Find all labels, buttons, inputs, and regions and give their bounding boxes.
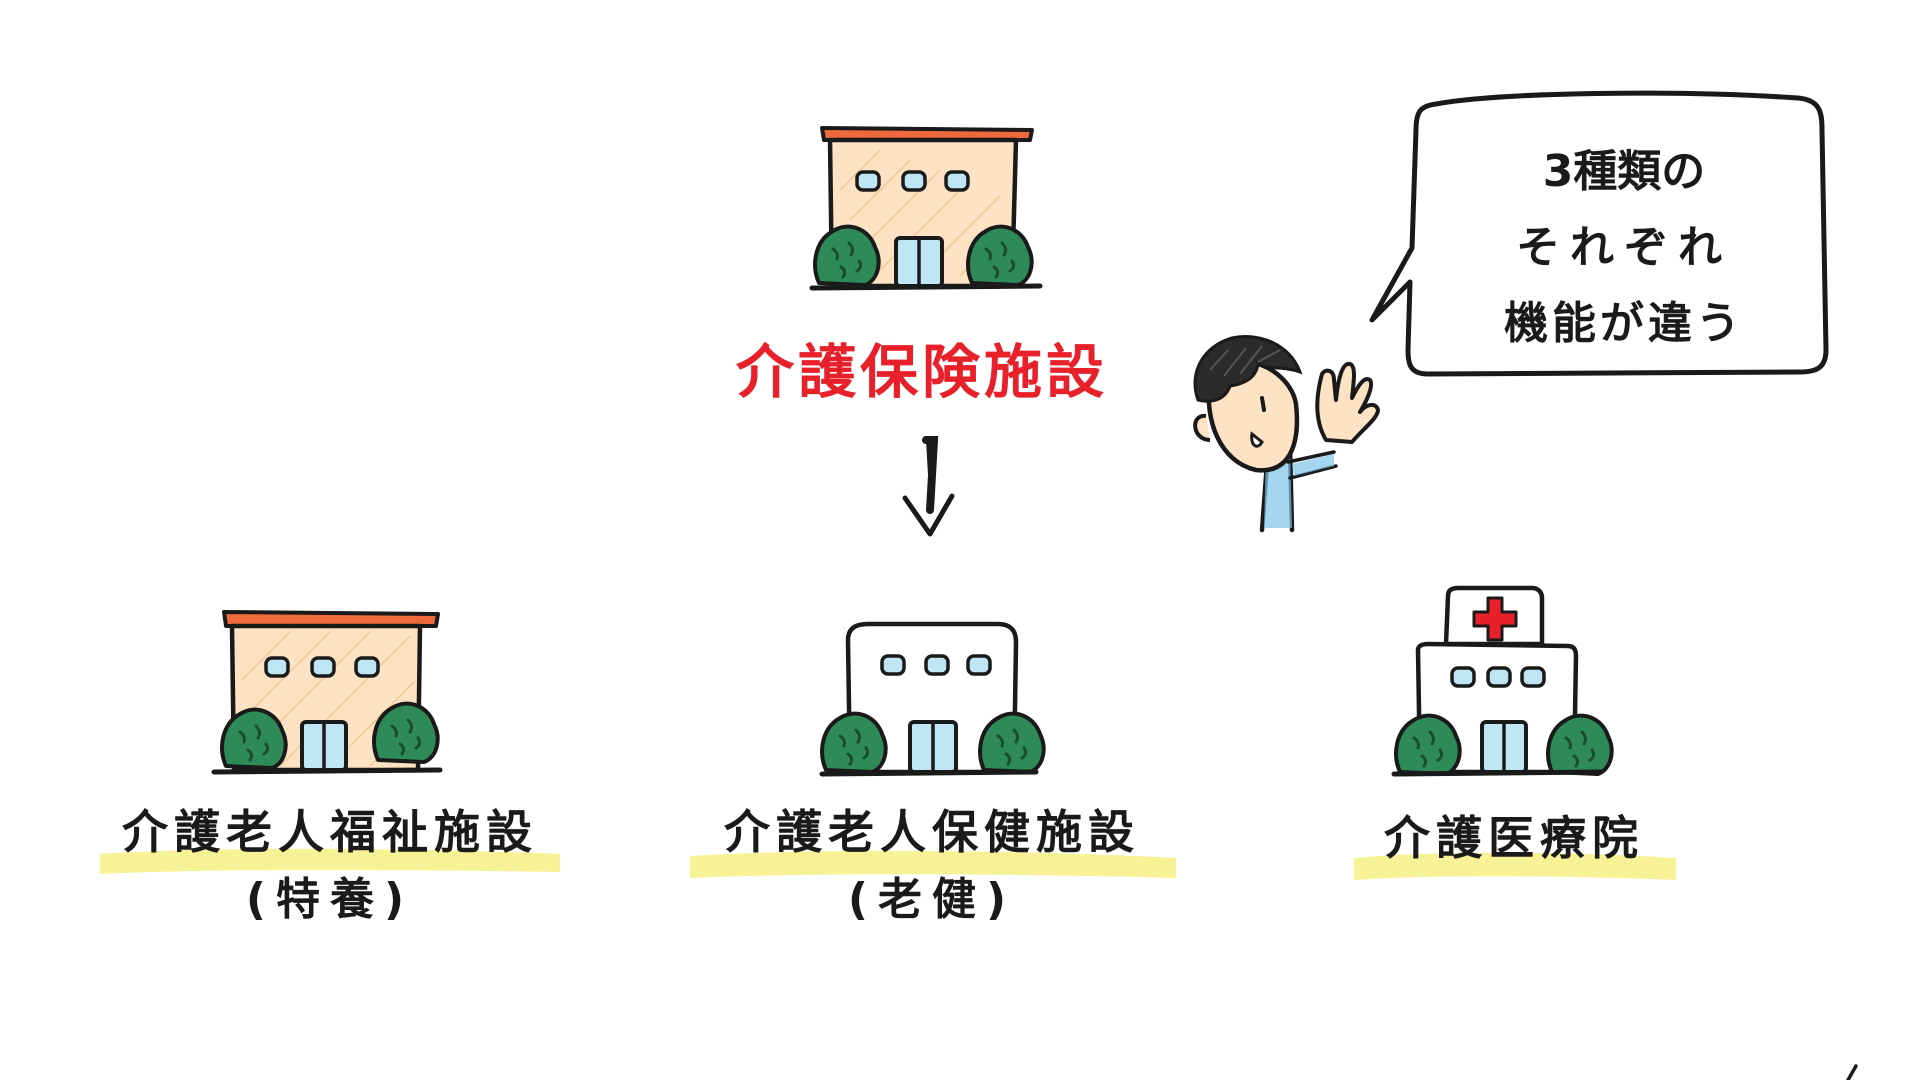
building-icon-roken <box>819 621 1046 777</box>
facility-abbr-roken: (老健) <box>848 874 1016 925</box>
building-icon-top <box>809 126 1043 291</box>
diagram-title: 介護保険施設 <box>736 338 1108 406</box>
facility-label-roken: 介護老人保健施設 <box>724 805 1140 859</box>
facility-label-iryoin: 介護医療院 <box>1384 811 1644 865</box>
person-icon <box>1193 335 1380 533</box>
down-arrow-icon <box>902 436 955 537</box>
highlight-roken <box>690 850 1176 878</box>
facility-abbr-tokuyo: (特養) <box>246 874 414 925</box>
speech-bubble-line-2: それぞれ <box>1516 222 1732 273</box>
speech-bubble-line-1: 3種類の <box>1543 146 1706 197</box>
highlight-iryoin <box>1354 852 1676 880</box>
red-cross-icon <box>1472 596 1518 642</box>
building-icon-tokuyo <box>211 610 443 775</box>
speech-bubble-line-3: 機能が違う <box>1504 298 1744 349</box>
stray-stroke <box>1846 1064 1858 1080</box>
hospital-icon <box>1391 585 1614 777</box>
highlight-tokuyo <box>100 848 560 874</box>
speech-bubble: 3種類の それぞれ 機能が違う <box>1369 90 1829 377</box>
facility-label-tokuyo: 介護老人福祉施設 <box>122 805 538 859</box>
